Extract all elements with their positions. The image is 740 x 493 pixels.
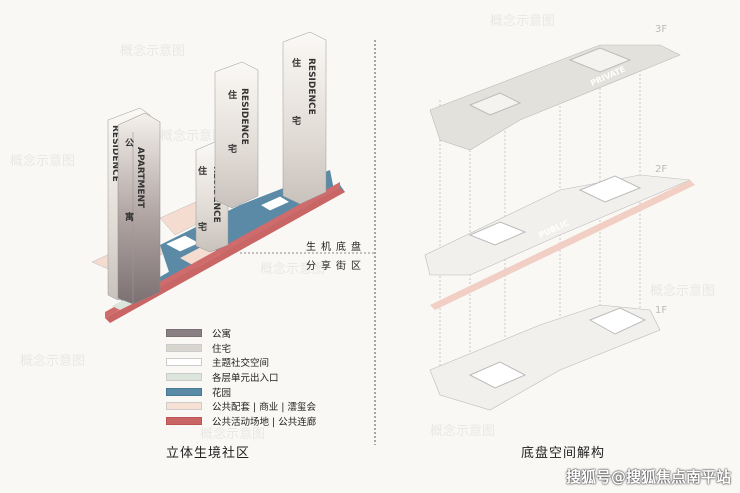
watermark: 概念示意图 — [10, 154, 76, 169]
legend-item-residence: 住宅 — [166, 341, 316, 356]
watermark: 概念示意图 — [160, 129, 226, 144]
floor-label-1f: 1F — [655, 305, 668, 316]
watermark: 概念示意图 — [200, 427, 266, 442]
svg-text:住: 住 — [198, 165, 207, 177]
legend-item-social-space: 主题社交空间 — [166, 355, 316, 370]
legend: 公寓 住宅 主题社交空间 各层单元出入口 花园 公共配套 | 商业 | 澐玺会 … — [166, 326, 316, 428]
svg-text:住: 住 — [228, 89, 237, 101]
watermark: 概念示意图 — [430, 424, 496, 439]
floor-label-3f: 3F — [655, 24, 668, 35]
svg-text:公: 公 — [125, 138, 134, 149]
floor-label-2f: 2F — [655, 164, 668, 175]
tower-apartment: 公 寓 APARTMENT — [117, 112, 161, 305]
legend-item-unit-entrance: 各层单元出入口 — [166, 370, 316, 385]
floor-1f-plate — [429, 304, 661, 411]
legend-item-public-activity: 公共活动场地 | 公共连廊 — [166, 414, 316, 429]
right-caption: 底盘空间解构 — [521, 446, 606, 461]
svg-text:寓: 寓 — [125, 211, 134, 223]
tower-residence-middle: 住 宅 RESIDENCE — [214, 61, 259, 209]
svg-text:RESIDENCE: RESIDENCE — [110, 125, 120, 182]
left-caption: 立体生境社区 — [166, 446, 251, 461]
street-label-1: 生机底盘 — [306, 242, 366, 253]
svg-text:宅: 宅 — [228, 143, 237, 155]
watermark: 概念示意图 — [20, 354, 86, 369]
watermark: 概念示意图 — [650, 284, 716, 299]
street-label-2: 分享街区 — [306, 261, 366, 272]
svg-text:宅: 宅 — [292, 115, 301, 127]
svg-text:住: 住 — [292, 57, 301, 69]
watermark: 概念示意图 — [120, 44, 186, 59]
watermark: 概念示意图 — [490, 14, 556, 29]
svg-text:RESIDENCE: RESIDENCE — [306, 58, 316, 115]
svg-text:APARTMENT: APARTMENT — [135, 147, 145, 209]
legend-item-garden: 花园 — [166, 384, 316, 399]
legend-item-apartment: 公寓 — [166, 326, 316, 341]
source-watermark: 搜狐号@搜狐焦点南平站 — [566, 468, 732, 486]
tower-residence-right: 住 宅 RESIDENCE — [282, 31, 327, 205]
watermark: 概念示意图 — [260, 262, 326, 277]
svg-text:宅: 宅 — [198, 221, 207, 233]
floor-2f-plate: PUBLIC — [424, 174, 695, 310]
legend-item-public-facilities: 公共配套 | 商业 | 澐玺会 — [166, 399, 316, 414]
svg-text:RESIDENCE: RESIDENCE — [239, 88, 249, 145]
floor-3f-plate: PRIVATE — [429, 44, 681, 151]
